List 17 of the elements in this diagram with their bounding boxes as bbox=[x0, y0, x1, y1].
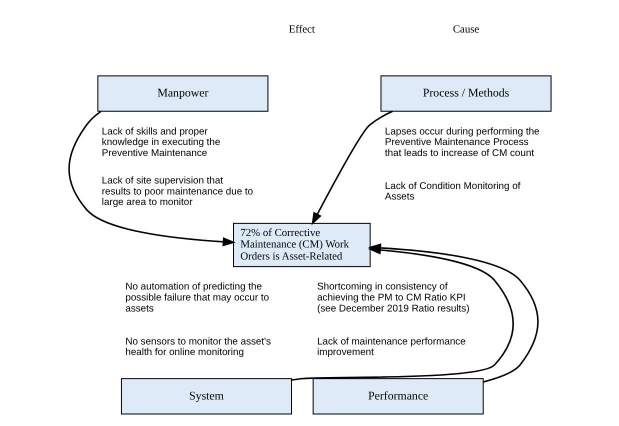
node-box: Manpower bbox=[96, 75, 268, 112]
label: Lack of site supervision that results to poor maintenance due to large area to monitor bbox=[101, 176, 253, 208]
label: Effect bbox=[288, 23, 314, 36]
label: No sensors to monitor the asset's health for online monitoring bbox=[124, 336, 270, 358]
label: No automation of predicting the possible failure that may occur to assets bbox=[124, 282, 269, 314]
label: Shortcoming in consistency of achieving the PM to CM Ratio KPI (see December 2019 Ratio results) bbox=[316, 282, 469, 314]
label: Cause bbox=[452, 23, 479, 36]
node-box: Performance bbox=[312, 378, 484, 415]
arrow bbox=[311, 110, 392, 226]
node-box: System bbox=[120, 378, 292, 415]
arrow bbox=[68, 110, 236, 246]
label: Lack of Condition Monitoring of Assets bbox=[384, 180, 520, 203]
label: Lapses occur during performing the Preventive Maintenance Process that leads to increase of CM count bbox=[384, 126, 540, 159]
node-box: Process / Methods bbox=[380, 75, 552, 112]
node-box: 72% of Corrective Maintenance (CM) Work Orders is Asset-Related bbox=[232, 222, 370, 268]
label: Lack of skills and proper knowledge in executing the Preventive Maintenance bbox=[101, 126, 220, 159]
label: Lack of maintenance performance improvement bbox=[316, 336, 466, 358]
